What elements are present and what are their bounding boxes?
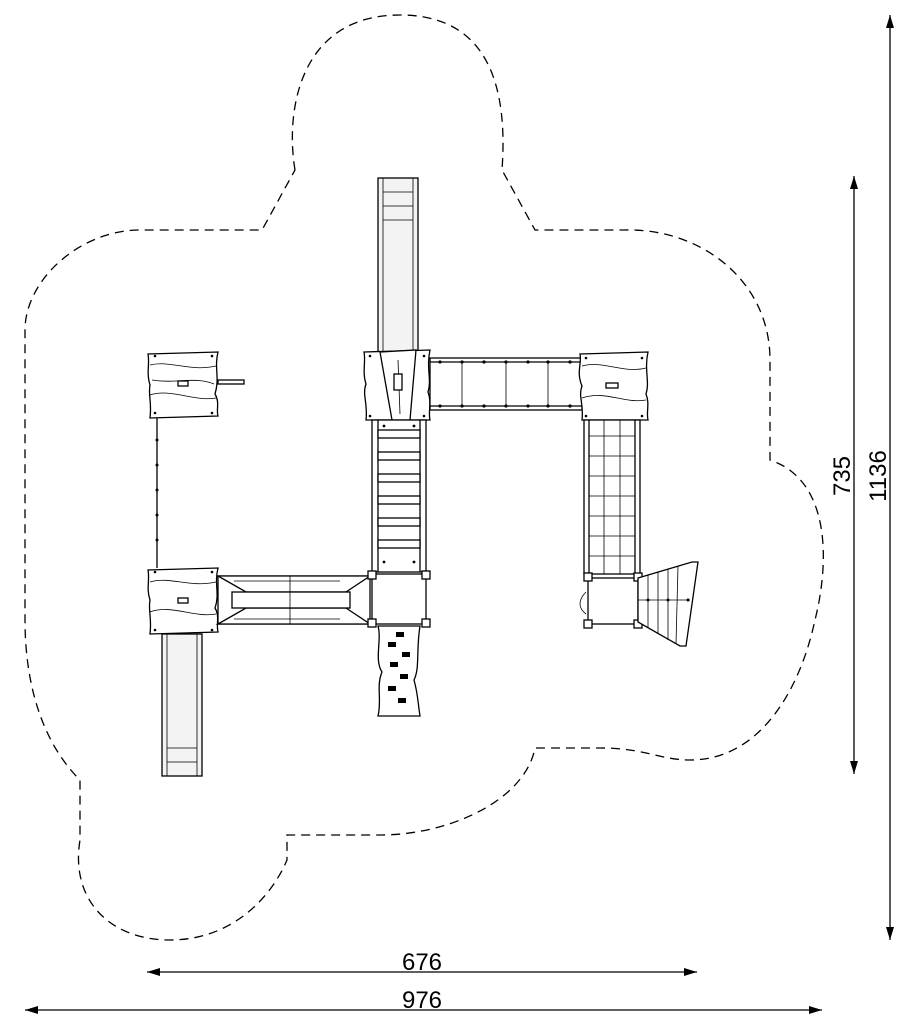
- dimension-label-1136: 1136: [865, 450, 892, 502]
- left-side-rail: [155, 418, 159, 568]
- right-upper-platform: [578, 351, 649, 421]
- dimension-width-equipment: 676: [147, 949, 697, 976]
- central-slide: [377, 177, 419, 355]
- central-lower-platform: [367, 570, 431, 628]
- left-slide: [161, 633, 203, 777]
- lower-bridge: [215, 575, 373, 625]
- dimension-label-976: 976: [402, 987, 442, 1014]
- dimension-height-equipment: 735: [829, 176, 858, 774]
- left-lower-platform: [147, 567, 219, 635]
- central-ladder: [371, 419, 427, 573]
- safety-zone-outline: [24, 14, 824, 941]
- right-lower-platform: [579, 572, 643, 629]
- right-stairs: [637, 561, 699, 647]
- left-upper-platform: [147, 351, 245, 419]
- central-upper-platform: [363, 349, 431, 421]
- dimension-width-total: 976: [25, 987, 822, 1014]
- dimension-label-735: 735: [829, 456, 856, 496]
- dimension-label-676: 676: [402, 949, 442, 976]
- net-climber: [583, 419, 641, 575]
- climbing-wall: [377, 625, 421, 717]
- upper-bridge: [429, 357, 583, 411]
- dimension-height-total: 1136: [865, 15, 894, 940]
